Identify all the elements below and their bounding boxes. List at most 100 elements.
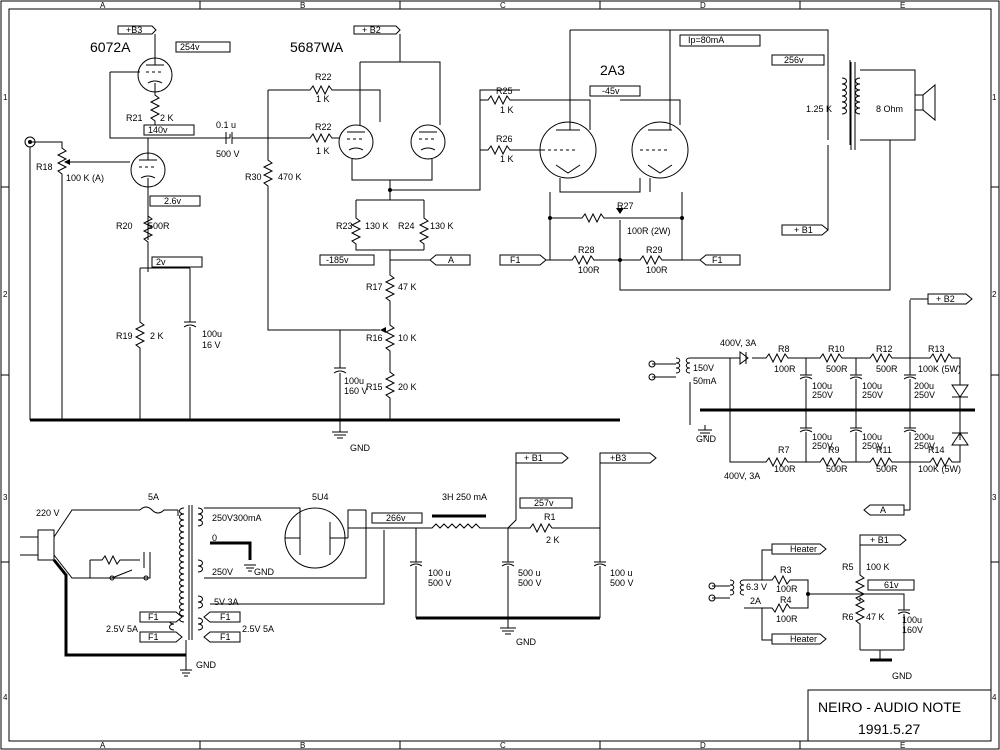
tag-266v: 266v [371, 512, 423, 524]
net-b1-heater: + B1 [870, 535, 889, 545]
cap-c-in-value: 100u [202, 329, 222, 339]
r26-value: 1 K [500, 154, 514, 164]
cb-value: 500 u [518, 568, 541, 578]
b1-net-ot: + B1 [781, 224, 829, 236]
title-text: NEIRO - AUDIO NOTE [818, 699, 961, 715]
mains-fuse: 5A [139, 492, 178, 514]
net-b2-bias: + B2 [936, 294, 955, 304]
c1-volt: 250V [812, 390, 833, 400]
f1-ps-a: F1 [148, 612, 159, 622]
b2-net-bias: + B2 [910, 293, 973, 305]
r25-value: 1 K [500, 105, 514, 115]
t150-text: 150V [693, 363, 714, 373]
row-label: 2 [992, 290, 997, 299]
gnd-pt-text: GND [196, 660, 217, 670]
choke-text: 3H 250 mA [442, 492, 487, 502]
gnd-heater-text: GND [892, 671, 913, 681]
r6-label: R6 [842, 612, 854, 622]
gnd-bias-text: GND [696, 434, 717, 444]
mains-text: 220 V [36, 508, 60, 518]
net-b3: +B3 [126, 25, 142, 35]
r19-value: 2 K [150, 331, 164, 341]
b2-net-v2: + B2 [353, 25, 401, 35]
b3-net-ps: +B3 [599, 452, 657, 464]
fuse-text: 5A [148, 492, 159, 502]
f1-right: F1 [699, 254, 741, 266]
r23-label: R23 [336, 221, 353, 231]
tag-185v: -185v [319, 254, 375, 266]
tag-254v-text: 254v [180, 42, 200, 52]
tag-257v: 257v [519, 497, 573, 509]
col-label: B [300, 741, 305, 750]
tag-45v: -45v [589, 85, 641, 97]
c6h-volt: 160V [902, 625, 923, 635]
rectifier-5u4: 5U4 [280, 492, 366, 569]
cap-coupling: 0.1 u 500 V [216, 120, 300, 159]
c2-volt: 250V [862, 390, 883, 400]
ca-value: 100 u [428, 568, 451, 578]
b3-net-v1: +B3 [117, 25, 157, 40]
sec0-text: 0 [212, 533, 217, 543]
r27-label: R27 [617, 201, 634, 211]
col-label: E [900, 741, 905, 750]
r7-value: 100R [774, 464, 796, 474]
tag-61v-text: 61v [884, 580, 899, 590]
f1-right-text: F1 [712, 255, 723, 265]
cap-c-in-volt: 16 V [202, 340, 221, 350]
r12-label: R12 [876, 344, 893, 354]
col-label: D [700, 741, 706, 750]
r10-value: 500R [826, 364, 848, 374]
heater-tag-top: Heater [771, 543, 827, 555]
r17-label: R17 [366, 282, 383, 292]
tube-2a3-pair: 2A3 [520, 29, 829, 193]
row-label: 1 [992, 93, 997, 102]
r11-value: 500R [876, 464, 898, 474]
r24-label: R24 [398, 221, 415, 231]
r17-r16-r15: R17 47 K R16 10 K R15 20 K [366, 258, 417, 420]
r20-label: R20 [116, 221, 133, 231]
psu1-text: 400V, 3A [720, 338, 756, 348]
row-label: 1 [3, 93, 8, 102]
tube-5687wa-label: 5687WA [290, 39, 344, 55]
f1-ps-d: F1 [220, 632, 231, 642]
f1b-text: 2.5V 5A [242, 624, 274, 634]
row-label: 4 [992, 693, 997, 702]
r4-value: 100R [776, 614, 798, 624]
tag-257v-text: 257v [534, 498, 554, 508]
heater-supply: 6.3 V 2A R3 100R R4 100R R5 100 K R6 47 … [708, 548, 923, 681]
sec5-text: 5V 3A [214, 597, 239, 607]
f1-left: F1 [499, 254, 550, 266]
tube-5687wa: 5687WA [290, 34, 446, 190]
f1-ps-b: F1 [148, 632, 159, 642]
net-b1-ot: + B1 [794, 225, 813, 235]
c2-value: 100u [862, 381, 882, 391]
gnd-driver-text: GND [350, 443, 371, 453]
r5-value: 100 K [866, 562, 890, 572]
volume-pot-r18: R18 100 K (A) [30, 141, 130, 420]
gnd-driver: GND [332, 420, 371, 453]
row-label: 2 [3, 290, 8, 299]
r17-value: 47 K [398, 282, 417, 292]
tube-6072a-label: 6072A [90, 39, 131, 55]
tag-140v-text: 140v [148, 125, 168, 135]
r1-value: 2 K [546, 535, 560, 545]
tag-254v: 254v [175, 41, 231, 53]
heater-net-output: R27 100R (2W) R28 100R R29 100R [548, 140, 891, 291]
c4-volt: 250V [812, 441, 833, 451]
c5-value: 100u [862, 432, 882, 442]
row-label: 4 [3, 693, 8, 702]
gnd-filter-text: GND [516, 637, 537, 647]
heater-bottom-text: Heater [790, 634, 817, 644]
net-a-lower: A [863, 504, 910, 516]
grid-labels: A B C D E A B C D E 1 2 3 4 1 2 3 4 [3, 1, 997, 750]
r15-label: R15 [366, 382, 383, 392]
r27-value: 100R (2W) [627, 226, 671, 236]
tag-ip: Ip=80mA [679, 34, 761, 47]
f1-ps-c: F1 [220, 612, 231, 622]
bias-labels: 400V, 3A 400V, 3A 150V 50mA GND R8 100R … [693, 338, 961, 481]
r14-label: R14 [928, 445, 945, 455]
r8-label: R8 [778, 344, 790, 354]
r30-label: R30 [245, 172, 262, 182]
output-transformer: 1.25 K 8 Ohm [806, 60, 916, 230]
h63-text: 6.3 V [746, 582, 767, 592]
